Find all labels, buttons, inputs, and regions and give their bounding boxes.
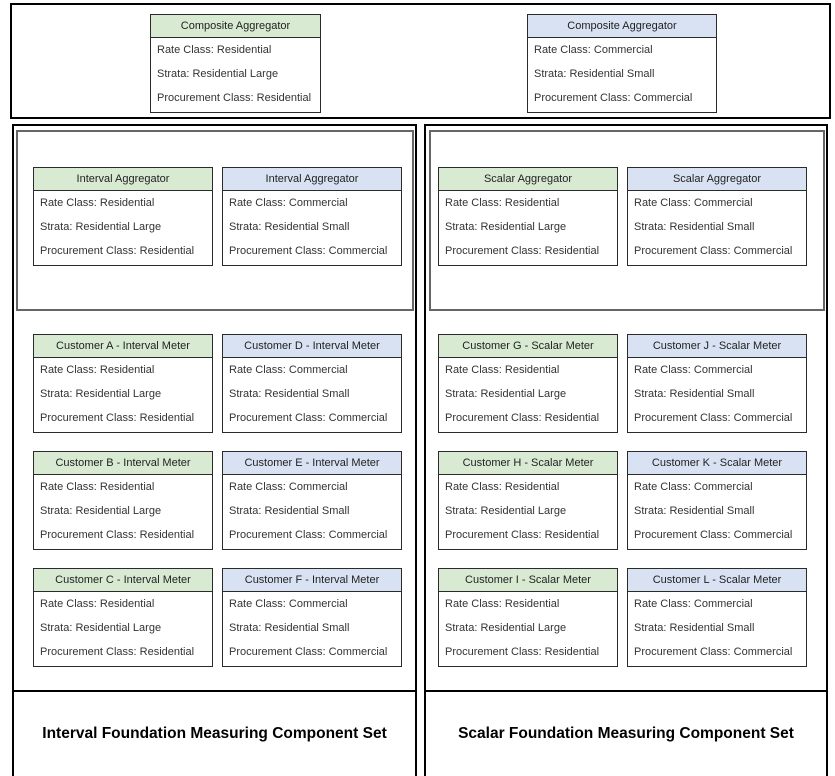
card-attr-strata: Strata: Residential Small (634, 622, 755, 634)
card-customer-d: Customer D - Interval Meter Rate Class: … (222, 334, 402, 433)
card-attr-rate-class: Rate Class: Commercial (229, 598, 348, 610)
card-attr-procurement-class: Procurement Class: Commercial (229, 646, 388, 658)
card-customer-c: Customer C - Interval Meter Rate Class: … (33, 568, 213, 667)
card-customer-e: Customer E - Interval Meter Rate Class: … (222, 451, 402, 550)
card-attr-procurement-class: Procurement Class: Residential (40, 412, 195, 424)
card-attr-strata: Strata: Residential Large (40, 505, 162, 517)
card-attr-strata: Strata: Residential Small (229, 221, 350, 233)
card-attr-procurement-class: Procurement Class: Commercial (634, 529, 793, 541)
card-customer-f: Customer F - Interval Meter Rate Class: … (222, 568, 402, 667)
card-attr-rate-class: Rate Class: Commercial (634, 364, 753, 376)
scalar-section-label: Scalar Foundation Measuring Component Se… (458, 725, 794, 742)
card-title: Customer B - Interval Meter (34, 452, 212, 475)
card-title: Interval Aggregator (223, 168, 401, 191)
card-attr-procurement-class: Procurement Class: Residential (40, 529, 195, 541)
card-title: Customer J - Scalar Meter (628, 335, 806, 358)
card-attr-rate-class: Rate Class: Commercial (534, 44, 653, 56)
card-attr-rate-class: Rate Class: Residential (40, 197, 155, 209)
card-attr-rate-class: Rate Class: Residential (40, 364, 155, 376)
card-attr-rate-class: Rate Class: Residential (40, 481, 155, 493)
card-title: Composite Aggregator (528, 15, 716, 38)
card-attr-procurement-class: Procurement Class: Commercial (229, 529, 388, 541)
card-attr-procurement-class: Procurement Class: Commercial (634, 245, 793, 257)
card-attr-rate-class: Rate Class: Residential (445, 364, 560, 376)
card-title: Scalar Aggregator (628, 168, 806, 191)
card-title: Composite Aggregator (151, 15, 320, 38)
card-attr-strata: Strata: Residential Large (157, 68, 279, 80)
card-attr-rate-class: Rate Class: Commercial (634, 197, 753, 209)
card-attr-strata: Strata: Residential Small (534, 68, 655, 80)
card-attr-strata: Strata: Residential Small (229, 505, 350, 517)
card-title: Customer I - Scalar Meter (439, 569, 617, 592)
card-attr-rate-class: Rate Class: Commercial (229, 481, 348, 493)
card-composite-aggregator-residential: Composite Aggregator Rate Class: Residen… (150, 14, 321, 113)
interval-section-box (12, 124, 417, 776)
card-customer-g: Customer G - Scalar Meter Rate Class: Re… (438, 334, 618, 433)
card-attr-strata: Strata: Residential Small (634, 388, 755, 400)
card-attr-strata: Strata: Residential Small (229, 622, 350, 634)
card-title: Customer F - Interval Meter (223, 569, 401, 592)
card-title: Customer C - Interval Meter (34, 569, 212, 592)
card-customer-i: Customer I - Scalar Meter Rate Class: Re… (438, 568, 618, 667)
card-title: Customer L - Scalar Meter (628, 569, 806, 592)
card-scalar-aggregator-commercial: Scalar Aggregator Rate Class: Commercial… (627, 167, 807, 266)
card-attr-rate-class: Rate Class: Residential (445, 598, 560, 610)
card-attr-rate-class: Rate Class: Residential (40, 598, 155, 610)
card-attr-rate-class: Rate Class: Residential (445, 481, 560, 493)
card-title: Customer G - Scalar Meter (439, 335, 617, 358)
card-interval-aggregator-residential: Interval Aggregator Rate Class: Resident… (33, 167, 213, 266)
card-attr-rate-class: Rate Class: Commercial (634, 481, 753, 493)
card-title: Customer D - Interval Meter (223, 335, 401, 358)
card-customer-j: Customer J - Scalar Meter Rate Class: Co… (627, 334, 807, 433)
interval-section-label: Interval Foundation Measuring Component … (42, 725, 387, 742)
card-title: Customer H - Scalar Meter (439, 452, 617, 475)
card-attr-procurement-class: Procurement Class: Commercial (534, 92, 693, 104)
scalar-section-box (424, 124, 828, 776)
card-scalar-aggregator-residential: Scalar Aggregator Rate Class: Residentia… (438, 167, 618, 266)
scalar-label-divider (424, 690, 828, 692)
card-attr-strata: Strata: Residential Large (445, 505, 567, 517)
card-attr-strata: Strata: Residential Small (634, 221, 755, 233)
card-attr-procurement-class: Procurement Class: Residential (157, 92, 312, 104)
card-attr-procurement-class: Procurement Class: Residential (445, 245, 600, 257)
card-attr-procurement-class: Procurement Class: Residential (445, 646, 600, 658)
card-composite-aggregator-commercial: Composite Aggregator Rate Class: Commerc… (527, 14, 717, 113)
card-customer-b: Customer B - Interval Meter Rate Class: … (33, 451, 213, 550)
card-attr-rate-class: Rate Class: Commercial (634, 598, 753, 610)
card-attr-procurement-class: Procurement Class: Residential (40, 646, 195, 658)
card-attr-strata: Strata: Residential Large (445, 388, 567, 400)
card-attr-rate-class: Rate Class: Residential (445, 197, 560, 209)
card-customer-h: Customer H - Scalar Meter Rate Class: Re… (438, 451, 618, 550)
card-attr-procurement-class: Procurement Class: Commercial (229, 245, 388, 257)
card-attr-rate-class: Rate Class: Commercial (229, 197, 348, 209)
card-attr-strata: Strata: Residential Large (445, 221, 567, 233)
card-attr-strata: Strata: Residential Large (445, 622, 567, 634)
card-interval-aggregator-commercial: Interval Aggregator Rate Class: Commerci… (222, 167, 402, 266)
card-attr-strata: Strata: Residential Small (634, 505, 755, 517)
card-attr-strata: Strata: Residential Large (40, 221, 162, 233)
interval-label-divider (12, 690, 417, 692)
card-attr-procurement-class: Procurement Class: Commercial (634, 412, 793, 424)
card-customer-l: Customer L - Scalar Meter Rate Class: Co… (627, 568, 807, 667)
card-customer-k: Customer K - Scalar Meter Rate Class: Co… (627, 451, 807, 550)
card-customer-a: Customer A - Interval Meter Rate Class: … (33, 334, 213, 433)
card-attr-rate-class: Rate Class: Residential (157, 44, 272, 56)
card-attr-strata: Strata: Residential Small (229, 388, 350, 400)
card-attr-procurement-class: Procurement Class: Residential (445, 529, 600, 541)
scalar-aggregator-container (429, 130, 825, 311)
composite-aggregator-container (10, 3, 831, 119)
card-attr-procurement-class: Procurement Class: Residential (40, 245, 195, 257)
card-title: Scalar Aggregator (439, 168, 617, 191)
card-attr-strata: Strata: Residential Large (40, 622, 162, 634)
card-title: Customer K - Scalar Meter (628, 452, 806, 475)
card-attr-rate-class: Rate Class: Commercial (229, 364, 348, 376)
card-attr-strata: Strata: Residential Large (40, 388, 162, 400)
interval-aggregator-container (16, 130, 414, 311)
card-attr-procurement-class: Procurement Class: Residential (445, 412, 600, 424)
card-attr-procurement-class: Procurement Class: Commercial (229, 412, 388, 424)
card-title: Customer A - Interval Meter (34, 335, 212, 358)
card-title: Customer E - Interval Meter (223, 452, 401, 475)
card-attr-procurement-class: Procurement Class: Commercial (634, 646, 793, 658)
card-title: Interval Aggregator (34, 168, 212, 191)
